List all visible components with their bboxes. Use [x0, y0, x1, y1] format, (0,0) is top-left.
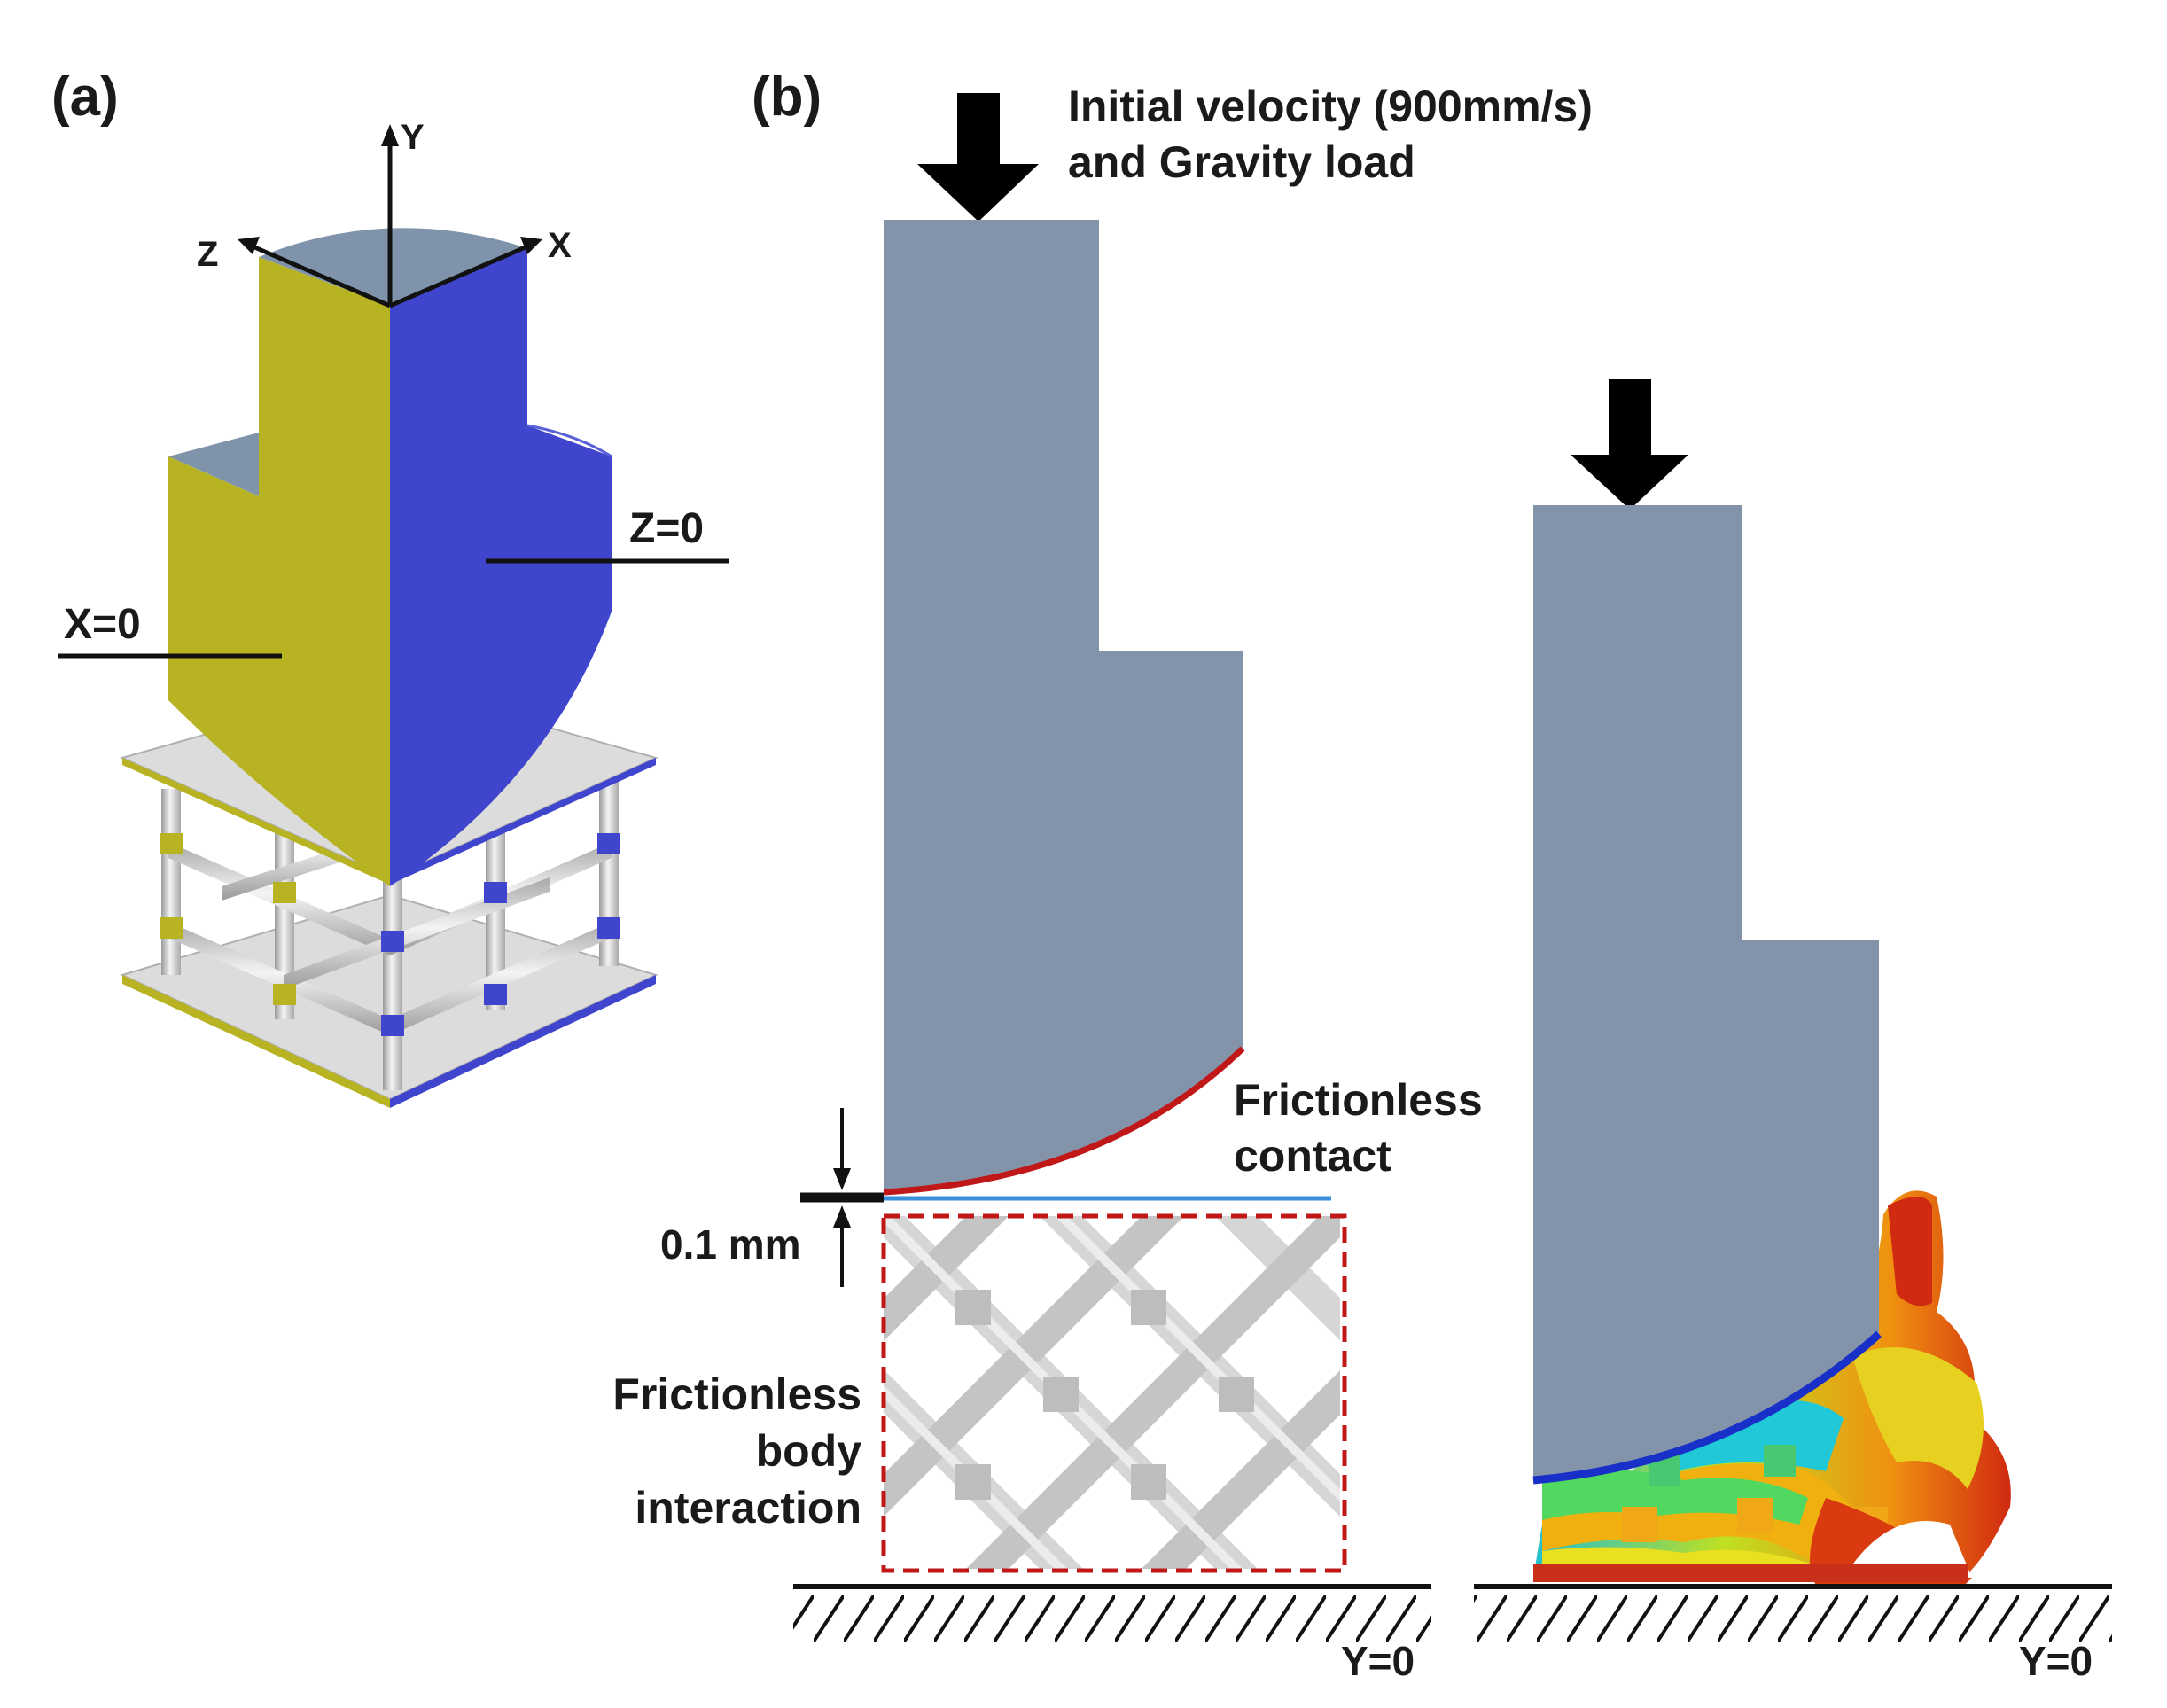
gap-label: 0.1 mm: [660, 1221, 801, 1267]
impactor-initial: [884, 220, 1243, 1192]
crushed-lattice: [1533, 1190, 2011, 1587]
z0-face: [390, 248, 612, 886]
plane-label-x0: X=0: [64, 601, 141, 648]
contact-curve: [883, 1046, 1245, 1196]
lattice-sample: [884, 1216, 1340, 1569]
plane-label-z0: Z=0: [629, 505, 704, 552]
coordinate-axes: [238, 124, 542, 308]
load-arrow-small-icon: [1571, 379, 1688, 510]
top-plate-edge-blue: [390, 758, 656, 885]
initial-state: Initial velocity (900mm/s) and Gravity l…: [612, 82, 1593, 1684]
load-arrow-icon: [917, 93, 1039, 222]
axis-label-x: X: [548, 226, 572, 265]
top-plate-edge-yellow: [122, 758, 390, 885]
bottom-plate-edge-yellow: [122, 975, 390, 1108]
interaction-box: [881, 1213, 1347, 1573]
interaction-label-line2: body: [756, 1426, 862, 1476]
panel-label-b: (b): [752, 66, 822, 128]
load-label-line2: and Gravity load: [1068, 137, 1415, 187]
ground-right: [1474, 1584, 2112, 1642]
bottom-plate-edge-blue: [390, 975, 656, 1108]
ground-left: [793, 1584, 1431, 1642]
load-label-line1: Initial velocity (900mm/s): [1068, 82, 1593, 131]
contact-label-line2: contact: [1234, 1131, 1391, 1181]
impactor-top-cap: [259, 228, 527, 306]
x0-face: [168, 257, 390, 886]
axis-label-z: Z: [197, 235, 218, 274]
ground-label-right: Y=0: [2019, 1638, 2093, 1684]
axis-label-y: Y: [401, 118, 425, 157]
impactor-deformed: [1533, 505, 1879, 1480]
z0-step-edge: [526, 424, 612, 458]
deformed-state: Y=0: [1474, 379, 2112, 1684]
panel-a-model: Y Z X X=0 Z=0: [58, 118, 729, 1108]
panel-label-a: (a): [51, 66, 119, 128]
impactor-step-ledge: [168, 433, 259, 496]
impactor-contact-edge: [1532, 1330, 1882, 1485]
gap-dimension: [800, 1108, 884, 1287]
ground-label-left: Y=0: [1341, 1638, 1415, 1684]
contact-label-line1: Frictionless: [1234, 1075, 1483, 1125]
interaction-label-line1: Frictionless: [612, 1369, 861, 1419]
interaction-label-line3: interaction: [635, 1483, 861, 1533]
